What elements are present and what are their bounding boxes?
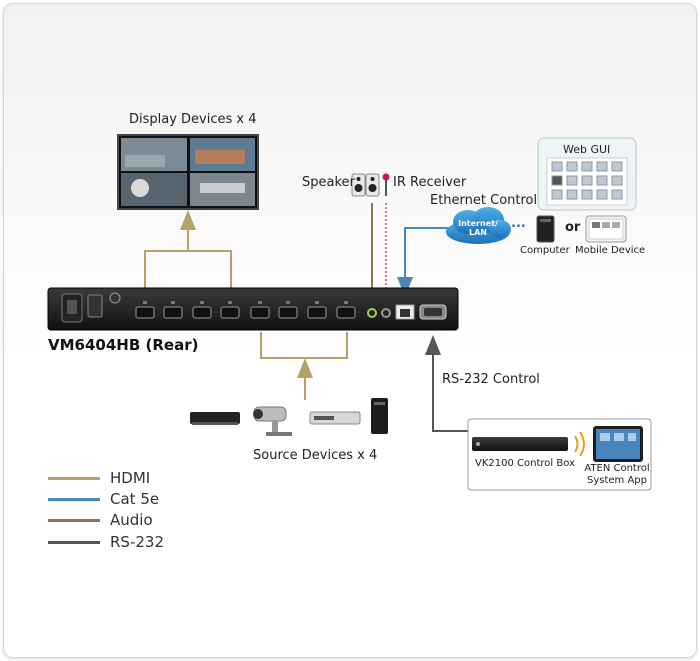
- mobile-device-label: Mobile Device: [575, 245, 646, 256]
- web-gui-tile: [611, 189, 623, 200]
- hdmi-port: [163, 306, 183, 319]
- legend-swatch: [48, 476, 100, 480]
- rs232-line: [425, 335, 468, 432]
- web-gui-label: Web GUI: [563, 143, 611, 156]
- legend-label: HDMI: [110, 469, 151, 487]
- legend-item-cat5e: Cat 5e: [48, 490, 159, 508]
- web-gui-tile: [596, 175, 608, 186]
- control-system-panel: [467, 418, 652, 491]
- legend-label: Cat 5e: [110, 490, 160, 508]
- hdmi-port-led: [228, 301, 232, 304]
- internet-lan-cloud: [446, 207, 511, 244]
- ir-receiver-icon: [382, 173, 390, 196]
- hdmi-port: [135, 306, 155, 319]
- display-devices-label: Display Devices x 4: [129, 112, 257, 127]
- lan-port: [395, 304, 415, 320]
- ethernet-control-label: Ethernet Control: [430, 193, 538, 208]
- control-box-label: VK2100 Control Box: [475, 458, 575, 469]
- computer-label: Computer: [520, 245, 570, 256]
- source-devices-label: Source Devices x 4: [253, 448, 378, 463]
- legend-swatch: [48, 518, 100, 522]
- hdmi-port-led: [258, 301, 262, 304]
- or-label: or: [565, 220, 581, 235]
- ir-receiver-label: IR Receiver: [393, 175, 467, 190]
- legend-item-audio: Audio: [48, 511, 153, 529]
- hdmi-port: [336, 306, 356, 319]
- web-gui-tile: [611, 175, 623, 186]
- audio-ports: [367, 308, 391, 318]
- camera-icon: [253, 406, 292, 436]
- web-gui-tile: [611, 161, 623, 172]
- hdmi-port-led: [200, 301, 204, 304]
- ellipsis-text: ...: [511, 216, 526, 231]
- web-gui-tile: [581, 189, 593, 200]
- web-gui-tile: [581, 175, 593, 186]
- web-gui-tile: [566, 161, 578, 172]
- web-gui-tile: [551, 175, 563, 186]
- web-gui-tile: [596, 161, 608, 172]
- legend-label: RS-232: [110, 533, 164, 551]
- hdmi-port: [278, 306, 298, 319]
- web-gui-tile: [596, 189, 608, 200]
- legend-swatch: [48, 540, 100, 544]
- display-devices-wall: [117, 134, 259, 210]
- hdmi-input-lines: [260, 332, 348, 400]
- rs232-control-label: RS-232 Control: [442, 372, 540, 387]
- hdmi-port: [250, 306, 270, 319]
- cat5e-line: [397, 227, 450, 297]
- web-gui-panel: [537, 137, 637, 211]
- legend-item-hdmi: HDMI: [48, 469, 150, 487]
- hdmi-port-led: [344, 301, 348, 304]
- hdmi-port-led: [171, 301, 175, 304]
- rs232-port: [419, 304, 447, 320]
- control-app-label: ATEN Control System App: [584, 463, 650, 486]
- legend-label: Audio: [110, 511, 153, 529]
- internet-lan-label: Internet/ LAN: [458, 219, 498, 237]
- source-devices: [190, 398, 388, 436]
- hdmi-port: [307, 306, 327, 319]
- hdmi-output-lines: [144, 210, 232, 288]
- web-gui-tile: [551, 189, 563, 200]
- legend-swatch: [48, 497, 100, 501]
- legend-item-rs232: RS-232: [48, 533, 164, 551]
- web-gui-tile: [566, 175, 578, 186]
- hdmi-port-led: [143, 301, 147, 304]
- hdmi-port-led: [315, 301, 319, 304]
- hdmi-port-led: [286, 301, 290, 304]
- hdmi-port: [192, 306, 212, 319]
- speaker-label: Speaker: [302, 175, 355, 190]
- web-gui-tile: [581, 161, 593, 172]
- hdmi-ports: [135, 301, 356, 319]
- speaker-icon: [351, 173, 380, 197]
- web-gui-tile: [566, 189, 578, 200]
- hdmi-port: [220, 306, 240, 319]
- mobile-device-icon: [585, 215, 627, 243]
- web-gui-tile: [551, 161, 563, 172]
- computer-icon: [536, 215, 555, 243]
- device-name-label: VM6404HB (Rear): [48, 336, 199, 354]
